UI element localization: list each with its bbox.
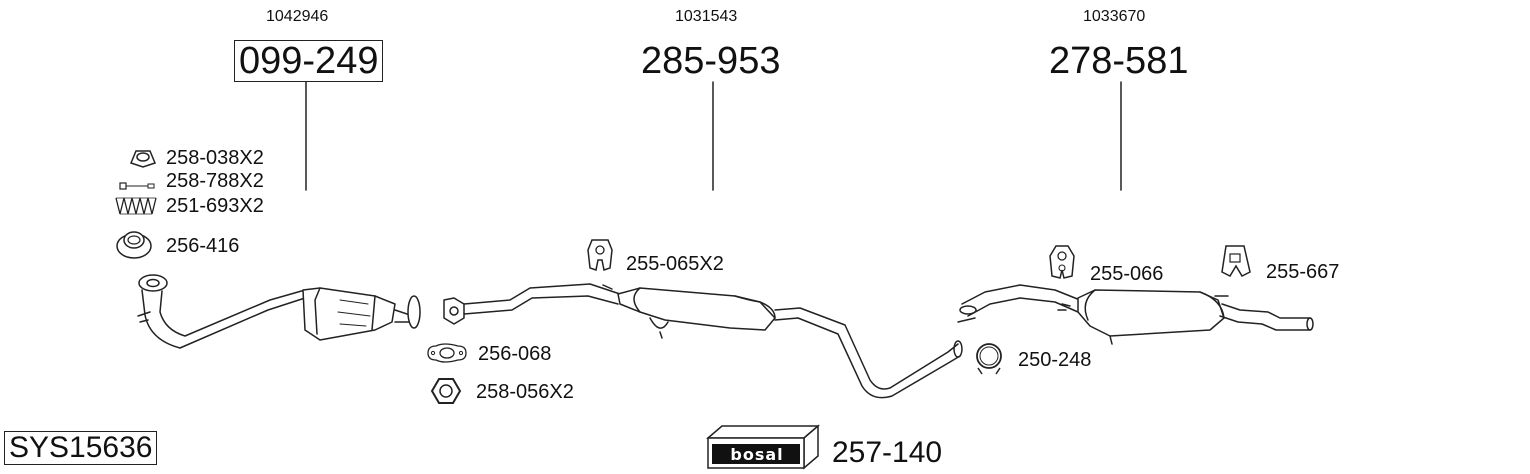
part-number-catalytic-converter: 099-249 <box>234 40 384 82</box>
front-pipe <box>137 274 306 349</box>
catalytic-converter <box>302 287 421 341</box>
part-number-rear-silencer: 278-581 <box>1049 40 1189 82</box>
label-rubber-hanger-mid: 255-066 <box>1090 263 1164 285</box>
label-bolt: 258-788X2 <box>166 170 264 192</box>
part-ref-rear-silencer: 1033670 <box>1083 8 1146 25</box>
label-ring-gasket: 256-416 <box>166 235 240 257</box>
part-ref-catalytic-converter: 1042946 <box>266 8 329 25</box>
ring-gasket-icon <box>116 231 152 259</box>
rubber-hanger-mid-icon <box>1049 245 1075 279</box>
mounting-kit-brand: bosal <box>730 445 784 464</box>
connecting-pipe <box>774 307 963 399</box>
system-id: SYS15636 <box>4 431 158 465</box>
label-clamp: 250-248 <box>1018 349 1092 371</box>
part-ref-middle-silencer: 1031543 <box>675 8 738 25</box>
label-flange-gasket: 256-068 <box>478 343 552 365</box>
mounting-kit-number: 257-140 <box>832 436 943 469</box>
tail-pipe <box>1214 295 1314 331</box>
label-hex-nut: 258-056X2 <box>476 381 574 403</box>
flange-gasket-icon <box>427 343 467 363</box>
clamp-icon <box>976 343 1002 375</box>
label-spring: 251-693X2 <box>166 195 264 217</box>
intermediate-pipe <box>443 283 621 325</box>
label-rubber-hanger-front: 255-065X2 <box>626 253 724 275</box>
rubber-hanger-rear-icon <box>1221 245 1251 277</box>
label-rubber-hanger-rear: 255-667 <box>1266 261 1340 283</box>
middle-silencer <box>617 287 776 339</box>
mounting-kit-box-icon <box>706 424 820 470</box>
spring-icon <box>115 197 157 215</box>
rubber-hanger-front-icon <box>587 239 613 271</box>
rear-silencer <box>1057 289 1225 345</box>
label-nut: 258-038X2 <box>166 147 264 169</box>
hex-nut-icon <box>430 378 462 404</box>
bolt-icon <box>119 182 155 190</box>
nut-icon <box>129 150 157 168</box>
rear-inlet-pipe <box>957 284 1081 323</box>
part-number-middle-silencer: 285-953 <box>641 40 781 82</box>
